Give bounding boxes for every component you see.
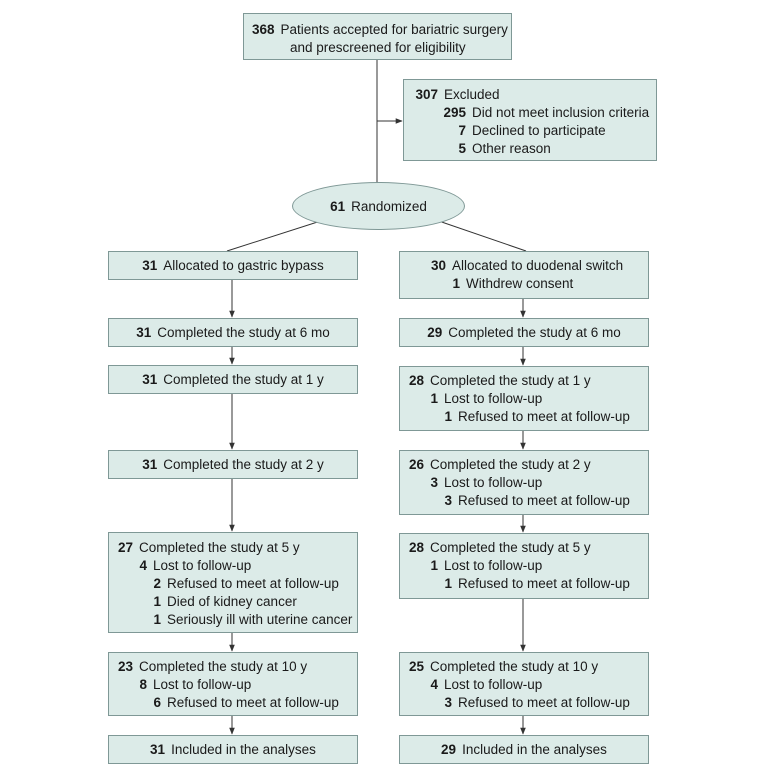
right-2y-count: 26 [408, 457, 424, 472]
left-analysis-label: Included in the analyses [171, 742, 316, 757]
right-1y-count: 28 [408, 373, 424, 388]
left-5y-item-count: 1 [153, 612, 161, 627]
right-2y-box: 26 Completed the study at 2 y 3 Lost to fo… [399, 450, 649, 515]
randomized-label: Randomized [351, 198, 427, 214]
left-analysis-count: 31 [150, 742, 166, 757]
right-allocation-box: 30 Allocated to duodenal switch 1 Withdrew… [399, 251, 649, 299]
randomized-ellipse: 61 Randomized [292, 182, 465, 230]
right-5y-label: Completed the study at 5 y [430, 540, 591, 555]
right-10y-label: Completed the study at 10 y [430, 659, 599, 674]
enrollment-label: Patients accepted for bariatric surgery [280, 22, 508, 37]
right-5y-count: 28 [408, 540, 424, 555]
right-1y-item-label: Refused to meet at follow-up [458, 409, 630, 424]
left-6mo-label: Completed the study at 6 mo [157, 325, 330, 340]
left-5y-item-label: Seriously ill with uterine cancer [167, 612, 353, 627]
left-2y-label: Completed the study at 2 y [163, 457, 324, 472]
left-1y-label: Completed the study at 1 y [163, 372, 324, 387]
right-withdrew-count: 1 [452, 276, 460, 291]
left-1y-box: 31 Completed the study at 1 y [108, 365, 358, 394]
excluded-item-label: Did not meet inclusion criteria [472, 105, 650, 120]
right-allocation-label: Allocated to duodenal switch [452, 258, 624, 273]
right-1y-label: Completed the study at 1 y [430, 373, 591, 388]
excluded-label: Excluded [444, 87, 500, 102]
right-1y-lost-label: Lost to follow-up [444, 391, 543, 406]
right-2y-label: Completed the study at 2 y [430, 457, 591, 472]
right-analysis-count: 29 [441, 742, 457, 757]
left-5y-item-label: Refused to meet at follow-up [167, 576, 339, 591]
randomized-count: 61 [330, 198, 346, 214]
right-10y-lost-label: Lost to follow-up [444, 677, 543, 692]
left-2y-box: 31 Completed the study at 2 y [108, 450, 358, 479]
left-5y-item-label: Died of kidney cancer [167, 594, 297, 609]
left-5y-count: 27 [117, 540, 133, 555]
right-withdrew-label: Withdrew consent [466, 276, 574, 291]
enrollment-label-2: and prescreened for eligibility [290, 40, 466, 55]
right-10y-count: 25 [408, 659, 424, 674]
left-allocation-count: 31 [142, 258, 158, 273]
excluded-item-count: 295 [443, 105, 466, 120]
left-10y-lost-count: 8 [139, 677, 147, 692]
enrollment-count: 368 [252, 22, 275, 37]
left-10y-lost-label: Lost to follow-up [153, 677, 252, 692]
right-2y-item-count: 3 [444, 493, 452, 508]
left-allocation-label: Allocated to gastric bypass [163, 258, 324, 273]
right-5y-item-count: 1 [444, 576, 452, 591]
excluded-item-count: 5 [458, 141, 466, 156]
right-2y-item-label: Refused to meet at follow-up [458, 493, 630, 508]
left-1y-count: 31 [142, 372, 158, 387]
right-5y-lost-label: Lost to follow-up [444, 558, 543, 573]
left-10y-item-count: 6 [153, 695, 161, 710]
left-5y-lost-count: 4 [139, 558, 147, 573]
right-1y-lost-count: 1 [430, 391, 438, 406]
right-1y-box: 28 Completed the study at 1 y 1 Lost to fo… [399, 366, 649, 431]
left-5y-lost-label: Lost to follow-up [153, 558, 252, 573]
excluded-item-label: Declined to participate [472, 123, 606, 138]
right-6mo-box: 29 Completed the study at 6 mo [399, 318, 649, 347]
excluded-item-count: 7 [458, 123, 466, 138]
right-5y-lost-count: 1 [430, 558, 438, 573]
left-6mo-box: 31 Completed the study at 6 mo [108, 318, 358, 347]
left-5y-label: Completed the study at 5 y [139, 540, 300, 555]
left-6mo-count: 31 [136, 325, 152, 340]
left-10y-label: Completed the study at 10 y [139, 659, 308, 674]
enrollment-box: 368 Patients accepted for bariatric surge… [243, 13, 512, 60]
left-10y-box: 23 Completed the study at 10 y 8 Lost to f… [108, 652, 358, 716]
right-5y-item-label: Refused to meet at follow-up [458, 576, 630, 591]
excluded-box: 307 Excluded 295 Did not meet inclusion cr… [403, 79, 657, 161]
left-allocation-box: 31 Allocated to gastric bypass [108, 251, 358, 280]
excluded-count: 307 [415, 87, 438, 102]
left-10y-item-label: Refused to meet at follow-up [167, 695, 339, 710]
left-10y-count: 23 [117, 659, 133, 674]
right-10y-item-count: 3 [444, 695, 452, 710]
right-2y-lost-label: Lost to follow-up [444, 475, 543, 490]
left-5y-item-count: 1 [153, 594, 161, 609]
left-5y-box: 27 Completed the study at 5 y 4 Lost to fo… [108, 532, 358, 633]
right-10y-lost-count: 4 [430, 677, 438, 692]
right-5y-box: 28 Completed the study at 5 y 1 Lost to fo… [399, 533, 649, 599]
right-analysis-box: 29 Included in the analyses [399, 735, 649, 764]
right-10y-item-label: Refused to meet at follow-up [458, 695, 630, 710]
left-2y-count: 31 [142, 457, 158, 472]
left-analysis-box: 31 Included in the analyses [108, 735, 358, 764]
right-2y-lost-count: 3 [430, 475, 438, 490]
right-6mo-label: Completed the study at 6 mo [448, 325, 621, 340]
right-1y-item-count: 1 [444, 409, 452, 424]
right-10y-box: 25 Completed the study at 10 y 4 Lost to f… [399, 652, 649, 716]
excluded-item-label: Other reason [472, 141, 551, 156]
right-6mo-count: 29 [427, 325, 443, 340]
left-5y-item-count: 2 [153, 576, 161, 591]
right-analysis-label: Included in the analyses [462, 742, 607, 757]
right-allocation-count: 30 [430, 258, 446, 273]
